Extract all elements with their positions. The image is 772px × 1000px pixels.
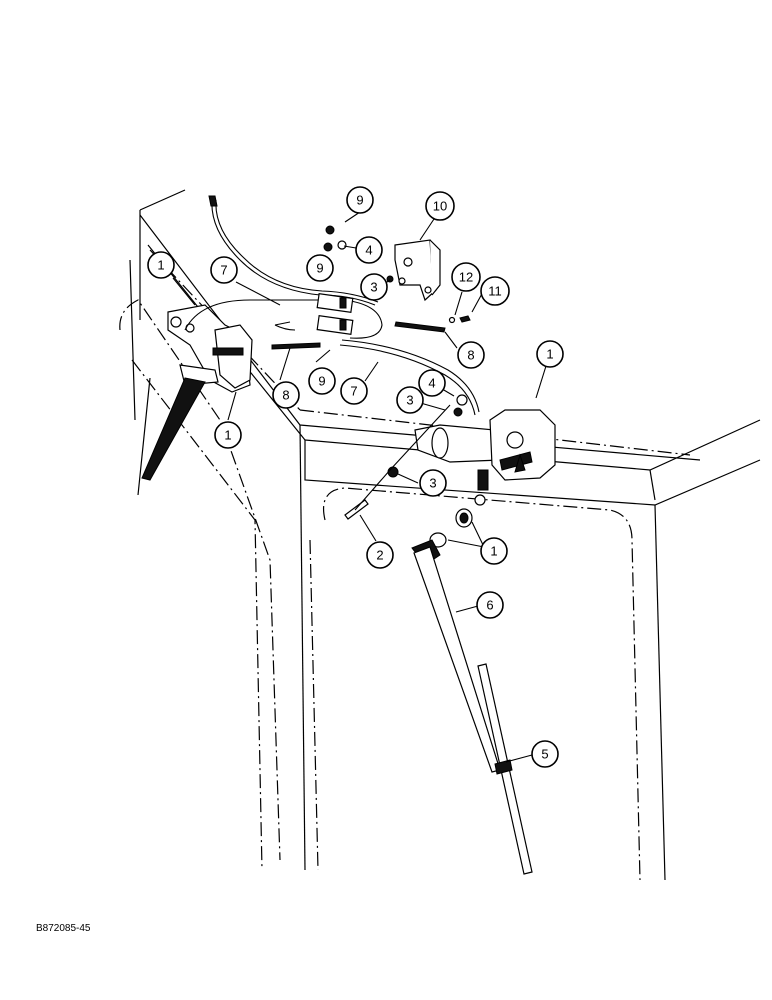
svg-text:4: 4: [428, 376, 435, 391]
svg-text:7: 7: [220, 263, 227, 278]
right-hardware: [344, 394, 486, 548]
right-wiper-arm: [411, 539, 501, 773]
callout-12: 12: [451, 262, 481, 292]
svg-text:1: 1: [546, 347, 553, 362]
svg-text:1: 1: [490, 544, 497, 559]
leader-lines: [172, 211, 547, 763]
callout-4b: 4: [418, 369, 446, 397]
svg-text:2: 2: [376, 548, 383, 563]
cab-outline: [129, 189, 761, 881]
callout-3a: 3: [360, 273, 388, 301]
svg-text:5: 5: [541, 747, 548, 762]
callout-6: 6: [476, 591, 504, 619]
wiper-blade: [477, 663, 533, 875]
callout-3b: 3: [396, 386, 424, 414]
svg-text:1: 1: [224, 428, 231, 443]
right-wiper-motor: [414, 409, 556, 491]
callout-5: 5: [531, 740, 559, 768]
callout-9c: 9: [308, 367, 336, 395]
svg-text:9: 9: [318, 374, 325, 389]
callout-1b: 1: [536, 340, 564, 368]
callout-3c: 3: [419, 469, 447, 497]
callout-4a: 4: [355, 236, 383, 264]
svg-text:11: 11: [488, 284, 502, 299]
left-wiper-arm: [137, 377, 206, 496]
svg-text:3: 3: [370, 280, 377, 295]
svg-text:1: 1: [157, 258, 164, 273]
figure-reference-code: B872085-45: [36, 923, 91, 934]
callout-9b: 9: [306, 254, 334, 282]
callout-2: 2: [366, 541, 394, 569]
callout-8a: 8: [272, 381, 300, 409]
left-wiper-motor: [167, 304, 253, 393]
svg-text:9: 9: [316, 261, 323, 276]
connectors: [271, 293, 446, 350]
svg-text:4: 4: [365, 243, 372, 258]
callout-1c: 1: [214, 421, 242, 449]
callout-10: 10: [425, 191, 455, 221]
svg-text:9: 9: [356, 193, 363, 208]
callout-9a: 9: [346, 186, 374, 214]
svg-text:10: 10: [433, 199, 447, 214]
svg-text:12: 12: [459, 270, 473, 285]
svg-text:8: 8: [467, 348, 474, 363]
svg-text:8: 8: [282, 388, 289, 403]
svg-text:7: 7: [350, 384, 357, 399]
callout-1d: 1: [480, 537, 508, 565]
callout-1a: 1: [147, 251, 175, 279]
callout-7b: 7: [340, 377, 368, 405]
callout-8b: 8: [457, 341, 485, 369]
bracket: [394, 239, 441, 302]
svg-text:3: 3: [406, 393, 413, 408]
callout-7a: 7: [210, 256, 238, 284]
svg-text:3: 3: [429, 476, 436, 491]
small-hardware-top: [323, 225, 471, 324]
callout-11: 11: [480, 276, 510, 306]
svg-text:6: 6: [486, 598, 493, 613]
